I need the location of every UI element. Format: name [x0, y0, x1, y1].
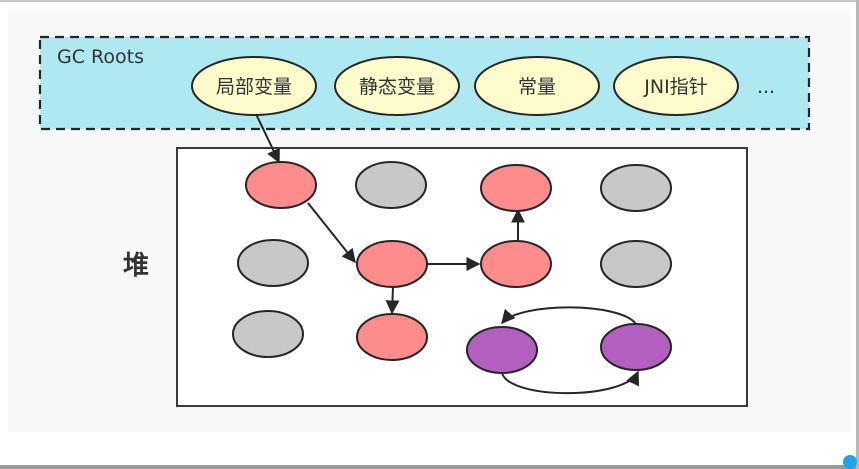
gc-root-label: 常量 — [518, 76, 556, 98]
gc-root-jni-pointers: JNI指针 — [613, 56, 739, 116]
gc-root-label: 局部变量 — [216, 76, 292, 98]
reference-edges — [255, 113, 639, 395]
gc-root-local-variables: 局部变量 — [191, 56, 317, 116]
heap-objects — [232, 161, 672, 374]
heap-object-circular — [466, 326, 538, 374]
status-dot-icon[interactable] — [843, 455, 857, 469]
heap-object-unreachable — [600, 240, 672, 288]
heap-object-unreachable — [600, 164, 672, 212]
window-bottom-border — [0, 465, 859, 469]
heap-object-reachable — [356, 313, 428, 361]
heap-object-unreachable — [355, 161, 427, 209]
gc-root-label: JNI指针 — [643, 76, 707, 98]
gc-roots-more-ellipsis: ... — [757, 76, 775, 98]
edge-obj-r1c1-to-obj-r2c2 — [307, 202, 356, 264]
edge-obj-r2c2-to-obj-r3c2 — [385, 286, 400, 315]
heap-object-reachable — [480, 240, 552, 288]
gc-root-constants: 常量 — [474, 56, 600, 116]
gc-roots-group: GC Roots 局部变量 静态变量 常量 JNI指针 ... — [38, 35, 811, 131]
edge-obj-r3c4-to-obj-r3c3 — [501, 306, 637, 325]
heap-object-unreachable — [232, 310, 304, 358]
heap-object-unreachable — [237, 239, 309, 287]
edge-obj-r3c3-to-obj-r3c4 — [501, 370, 639, 395]
heap-label: 堆 — [123, 251, 149, 281]
heap-object-circular — [600, 323, 672, 371]
heap-object-reachable — [480, 164, 552, 212]
gc-root-static-variables: 静态变量 — [334, 56, 460, 116]
heap-object-reachable — [245, 161, 317, 209]
window-right-border — [856, 0, 859, 469]
heap-object-reachable — [356, 240, 428, 288]
edge-local-variables-to-obj-r1c1 — [255, 113, 280, 164]
gc-root-label: 静态变量 — [359, 76, 435, 98]
window-top-border — [0, 0, 859, 2]
gc-roots-title: GC Roots — [57, 46, 144, 68]
